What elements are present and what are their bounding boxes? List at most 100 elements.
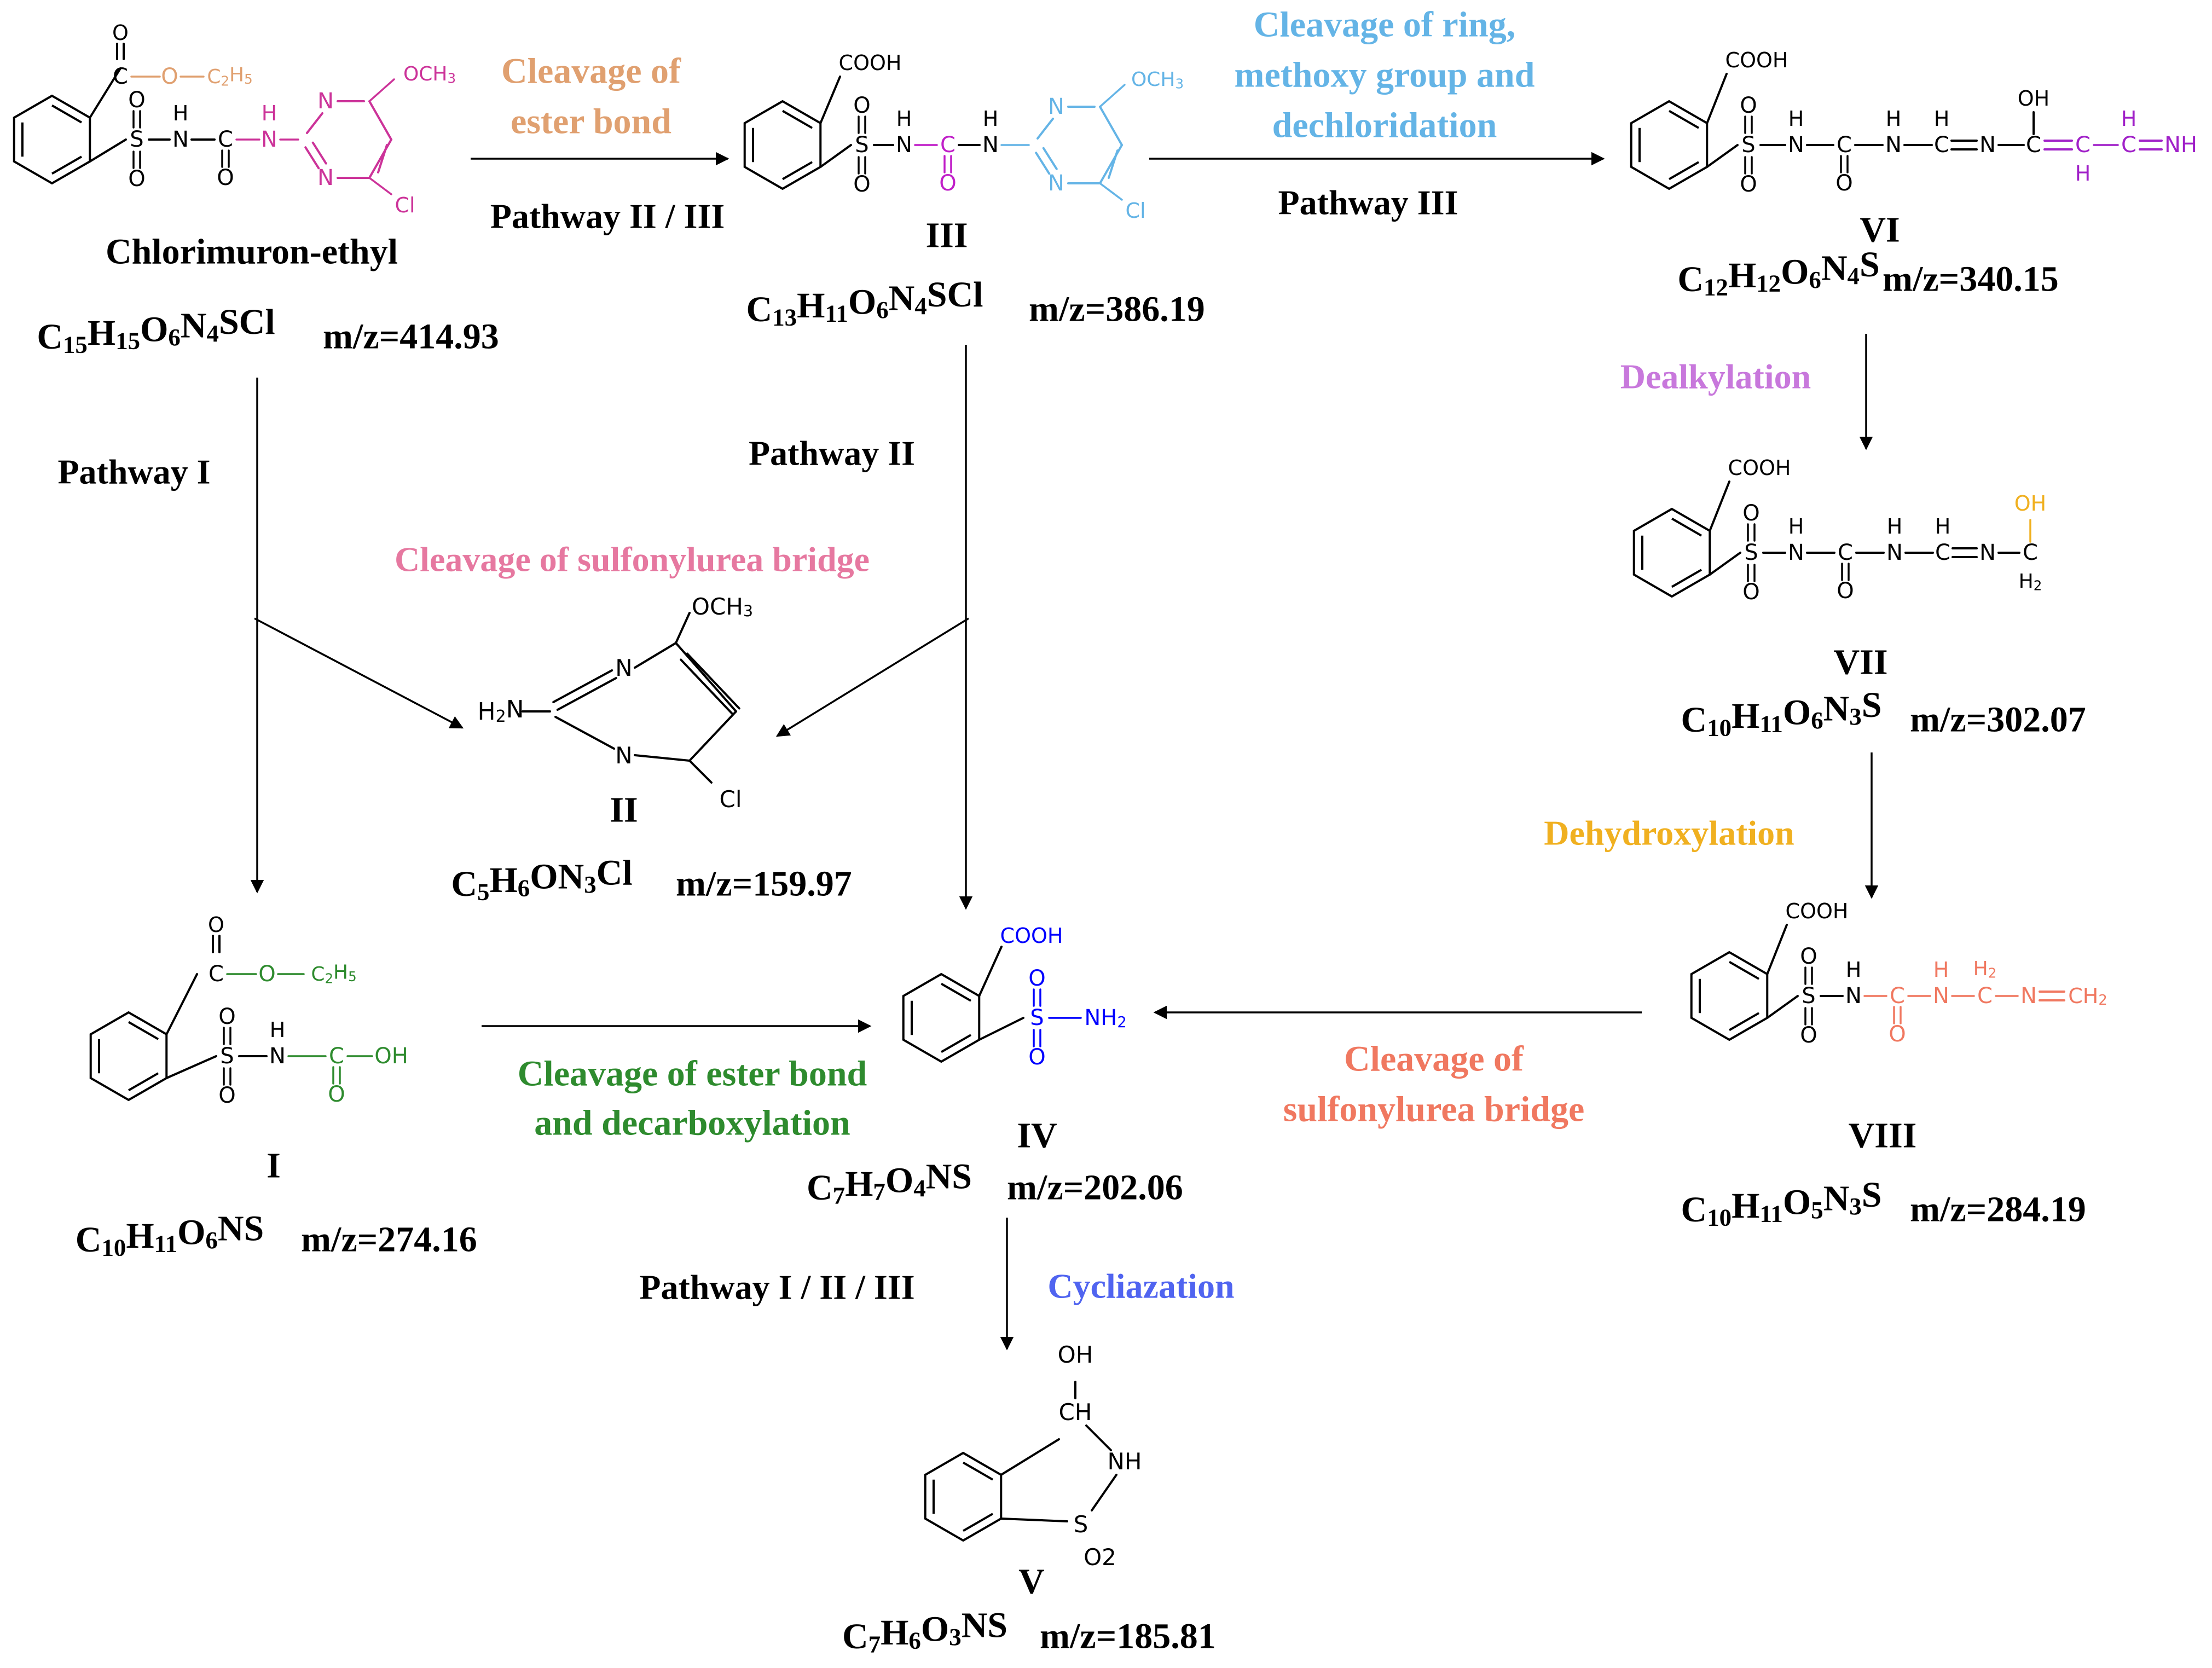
hydrogen-atom: H: [2121, 107, 2137, 131]
nitrogen-atom: N: [1979, 132, 1996, 158]
imine-nh: NH: [1108, 1448, 1142, 1475]
ring-bond: [304, 146, 320, 170]
bond-line: [1000, 1438, 1060, 1476]
nitrogen-atom: N: [261, 127, 277, 152]
hydrogen-atom: H: [2075, 161, 2091, 186]
oxygen-atom: O: [218, 1083, 235, 1108]
bond-line: [978, 946, 1003, 997]
arrow-chl-to-II: [254, 617, 464, 729]
mz-VI: m/z=340.15: [1883, 259, 2059, 299]
bond-line: [1091, 1474, 1117, 1511]
sulfur-atom: S: [1030, 1005, 1044, 1030]
mz-V: m/z=185.81: [1040, 1617, 1216, 1657]
reaction-ester-cleavage: ester bond: [511, 102, 671, 142]
hydrogen-atom: H: [1933, 958, 1949, 982]
nitrogen-atom: N: [896, 132, 912, 158]
formula-chl: C15​H15​O6​N4​SCl: [37, 302, 275, 358]
formula-VI: C12​H12​O6​N4​S: [1677, 244, 1879, 300]
formula-II: C5​H6​ON3​Cl: [451, 853, 632, 905]
ring-bond: [556, 677, 617, 711]
text-layer: OCOC2​H5​SOONHCONHNNOCH3​ClCOOHSOONHCONH…: [37, 5, 2197, 1658]
reaction-ring-cleavage: methoxy group and: [1235, 55, 1535, 95]
pathway-label-1: Pathway I: [57, 453, 210, 491]
bond-line: [634, 642, 677, 669]
benzene-VIII: [1690, 951, 1769, 1041]
benzene-chlorimuron: [13, 94, 91, 185]
bond-line: [688, 760, 713, 784]
aromatic-bond: [963, 1513, 994, 1532]
oxygen-atom: O: [1740, 93, 1757, 118]
oxygen-atom: O: [939, 171, 956, 196]
carboxyl-group: COOH: [1000, 924, 1063, 948]
bond-line: [819, 144, 852, 168]
formula-IV: C7​H7​O4​NS: [807, 1156, 972, 1209]
hydrogen-atom: H: [896, 107, 912, 131]
nitrogen-atom: N: [1933, 983, 1949, 1009]
carboxyl-group: COOH: [1786, 899, 1849, 923]
benzene-I: [89, 1011, 168, 1102]
hydrogen-atom: H: [983, 107, 999, 131]
aromatic-bond: [940, 982, 972, 1002]
reaction-ring-cleavage: dechloridation: [1272, 106, 1497, 146]
oxygen-atom: O: [1800, 944, 1817, 969]
oxygen-atom: O: [217, 165, 234, 190]
hydrogen-atom: H: [1846, 958, 1862, 982]
reaction-ester-decarboxylation: and decarboxylation: [534, 1103, 850, 1143]
formula-V: C7​H6​O3​NS: [842, 1605, 1007, 1658]
aromatic-bond: [1669, 109, 1700, 129]
oxygen-atom: O: [128, 166, 145, 192]
hydrogen-atom: H: [1935, 514, 1951, 538]
formula-I: C10​H11​O6​NS: [76, 1208, 264, 1261]
bond-line: [1709, 552, 1741, 576]
sulfonyl-o2: O2: [1084, 1544, 1116, 1571]
carboxyl-group: COOH: [839, 51, 902, 75]
reaction-sulfonylurea-cleavage: Cleavage of sulfonylurea bridge: [395, 540, 870, 579]
amino-group: H2​N: [477, 695, 524, 726]
nitrogen-atom: N: [1885, 132, 1902, 158]
sulfur-atom: S: [1074, 1511, 1088, 1538]
ring-bond: [311, 141, 327, 165]
nitrogen-atom: N: [982, 132, 999, 158]
oxygen-atom: O: [1028, 1045, 1045, 1070]
chlorine-atom: Cl: [1125, 199, 1145, 223]
mz-chl: m/z=414.93: [323, 317, 499, 357]
aromatic-bond: [1671, 569, 1703, 588]
benzene-V: [924, 1451, 1003, 1542]
mz-VII: m/z=302.07: [1910, 700, 2086, 740]
carbon-atom: C: [1977, 983, 1993, 1009]
oxygen-atom: O: [1028, 966, 1045, 991]
aromatic-bond: [51, 104, 83, 124]
methoxy-group: OCH3​: [1131, 68, 1184, 91]
oxygen-atom: O: [1742, 501, 1759, 526]
bond-line: [1706, 73, 1728, 124]
aromatic-bond: [1728, 1012, 1760, 1032]
nitrogen-atom: N: [269, 1044, 286, 1069]
mz-II: m/z=159.97: [676, 864, 852, 904]
methylene-group: CH2​: [2068, 984, 2107, 1009]
bond-line: [89, 67, 121, 119]
reaction-ester-cleavage: Cleavage of: [501, 51, 681, 91]
pathway-label-3: Pathway III: [1278, 183, 1458, 222]
oxygen-atom: O: [1835, 171, 1852, 196]
oxygen-atom: O: [328, 1082, 345, 1107]
hydroxyl-group: OH: [2018, 86, 2049, 111]
nitrogen-atom: N: [1845, 983, 1862, 1009]
hydroxyl-group: OH: [1058, 1341, 1093, 1368]
carbon-atom: C: [1837, 132, 1852, 158]
bond-line: [1706, 144, 1739, 168]
carbon-atom: C: [2075, 132, 2091, 158]
oxygen-atom: O: [1800, 1023, 1817, 1048]
bond-line: [554, 716, 615, 750]
aromatic-bond: [940, 1034, 972, 1053]
carbon-atom: C: [2023, 540, 2038, 565]
aromatic-bond: [782, 161, 813, 181]
nitrogen-atom: N: [1788, 132, 1804, 158]
carbon-atom: C: [329, 1044, 344, 1069]
ring-bond: [552, 669, 613, 703]
bond-line: [634, 754, 691, 762]
hydroxyl-group: OH: [374, 1044, 408, 1069]
bond-line: [675, 642, 737, 713]
methoxy-bond: [368, 78, 395, 102]
ring-bond: [1099, 144, 1123, 184]
chloro-bond: [1099, 182, 1123, 201]
